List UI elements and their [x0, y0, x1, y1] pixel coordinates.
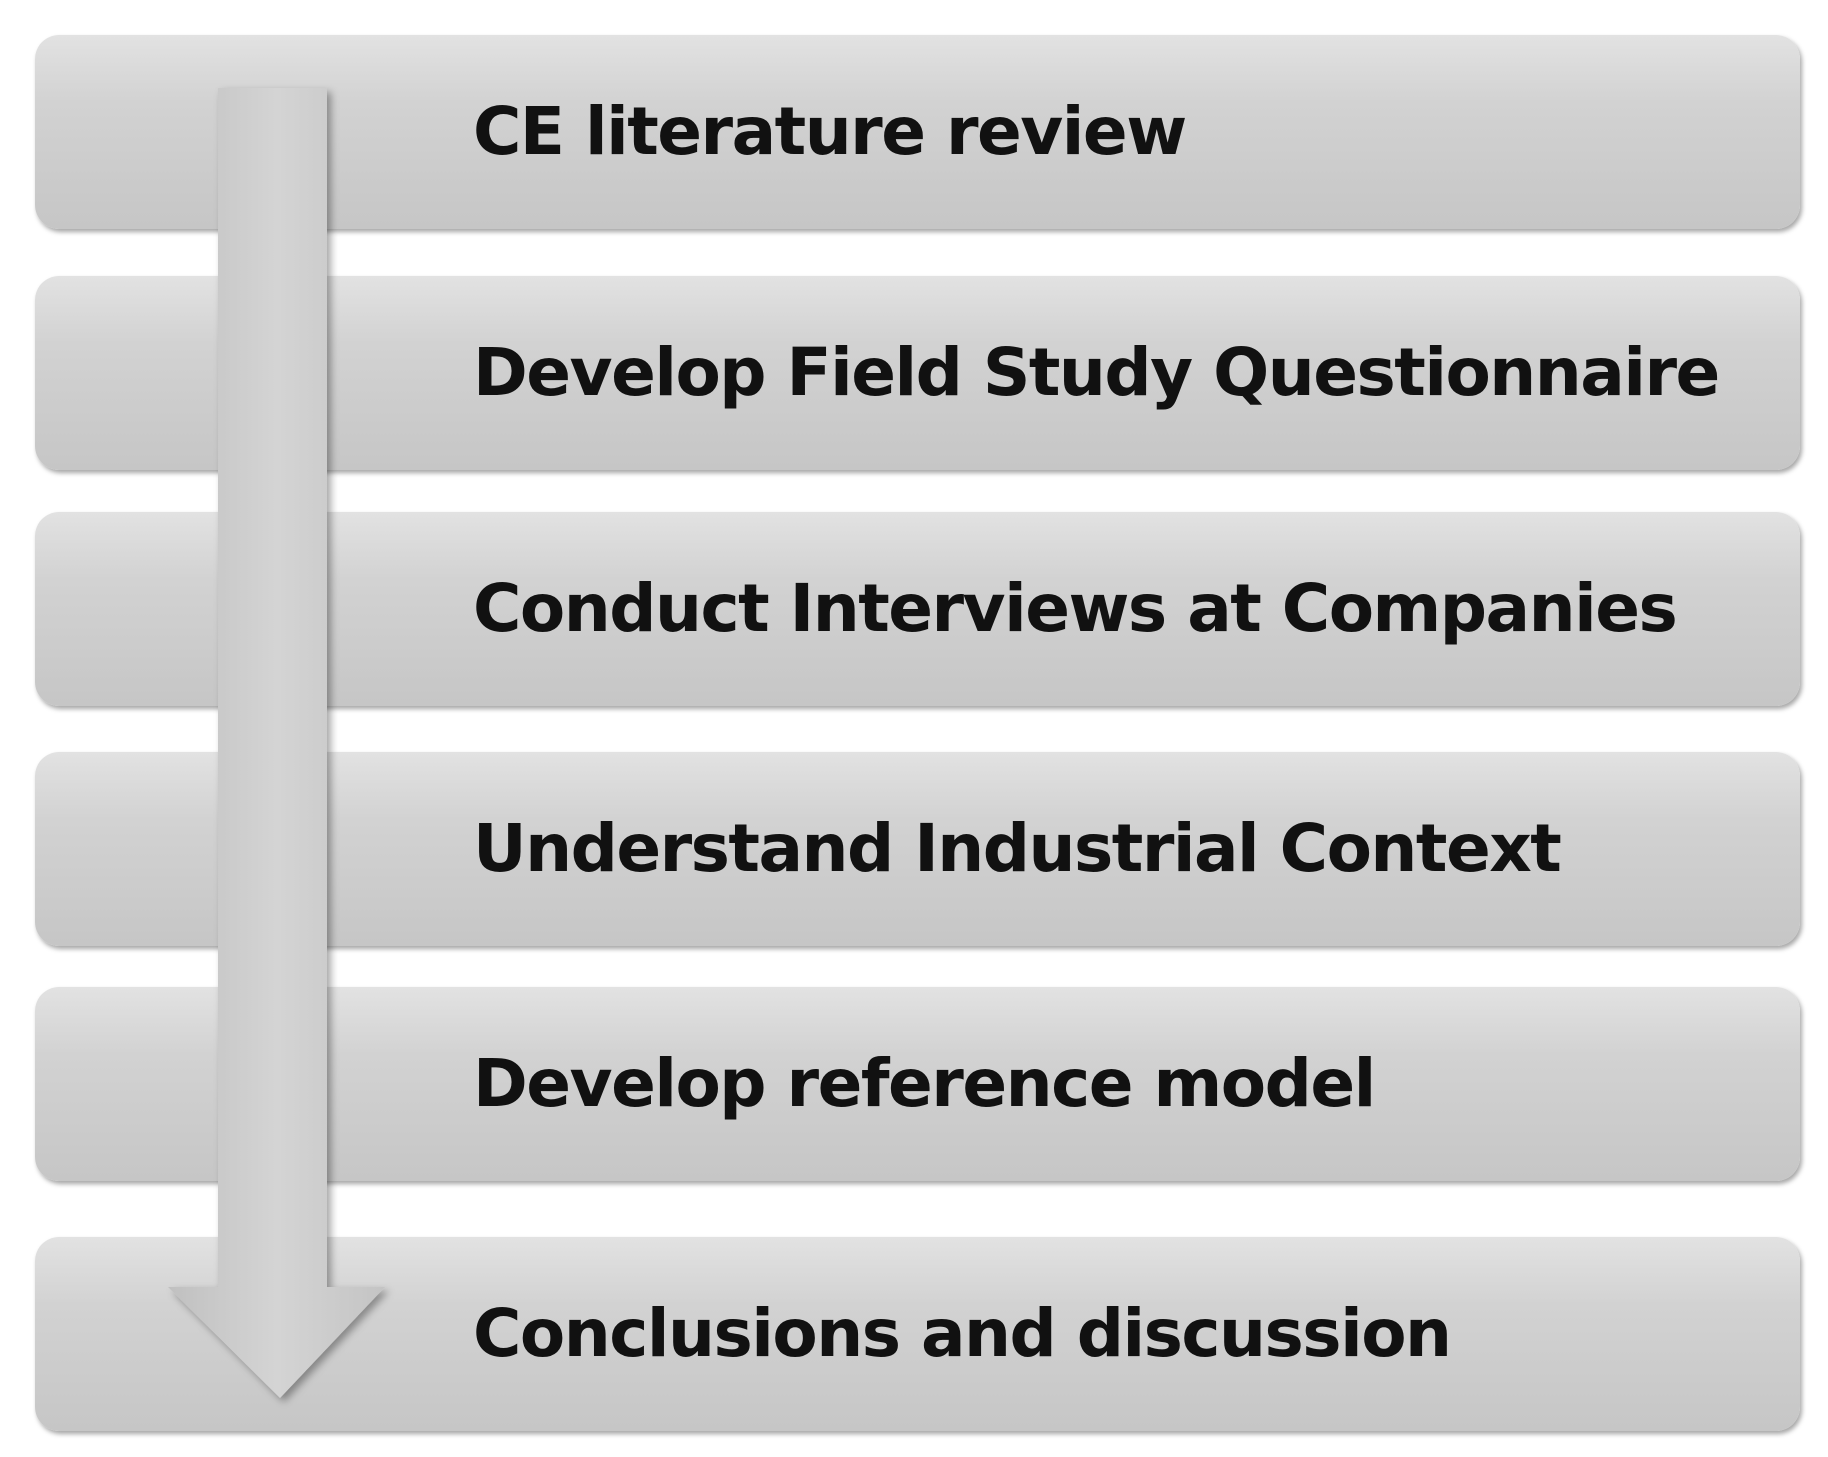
step-5-bar: Develop reference model — [35, 987, 1800, 1181]
step-3-bar: Conduct Interviews at Companies — [35, 512, 1800, 706]
step-1-label: CE literature review — [473, 93, 1187, 170]
step-4-label: Understand Industrial Context — [473, 810, 1562, 887]
step-2-bar: Develop Field Study Questionnaire — [35, 276, 1800, 470]
step-2-label: Develop Field Study Questionnaire — [473, 334, 1720, 411]
step-5-label: Develop reference model — [473, 1045, 1376, 1122]
step-6-bar: Conclusions and discussion — [35, 1237, 1800, 1431]
step-1-bar: CE literature review — [35, 35, 1800, 229]
step-4-bar: Understand Industrial Context — [35, 752, 1800, 946]
step-6-label: Conclusions and discussion — [473, 1295, 1452, 1372]
step-3-label: Conduct Interviews at Companies — [473, 570, 1678, 647]
